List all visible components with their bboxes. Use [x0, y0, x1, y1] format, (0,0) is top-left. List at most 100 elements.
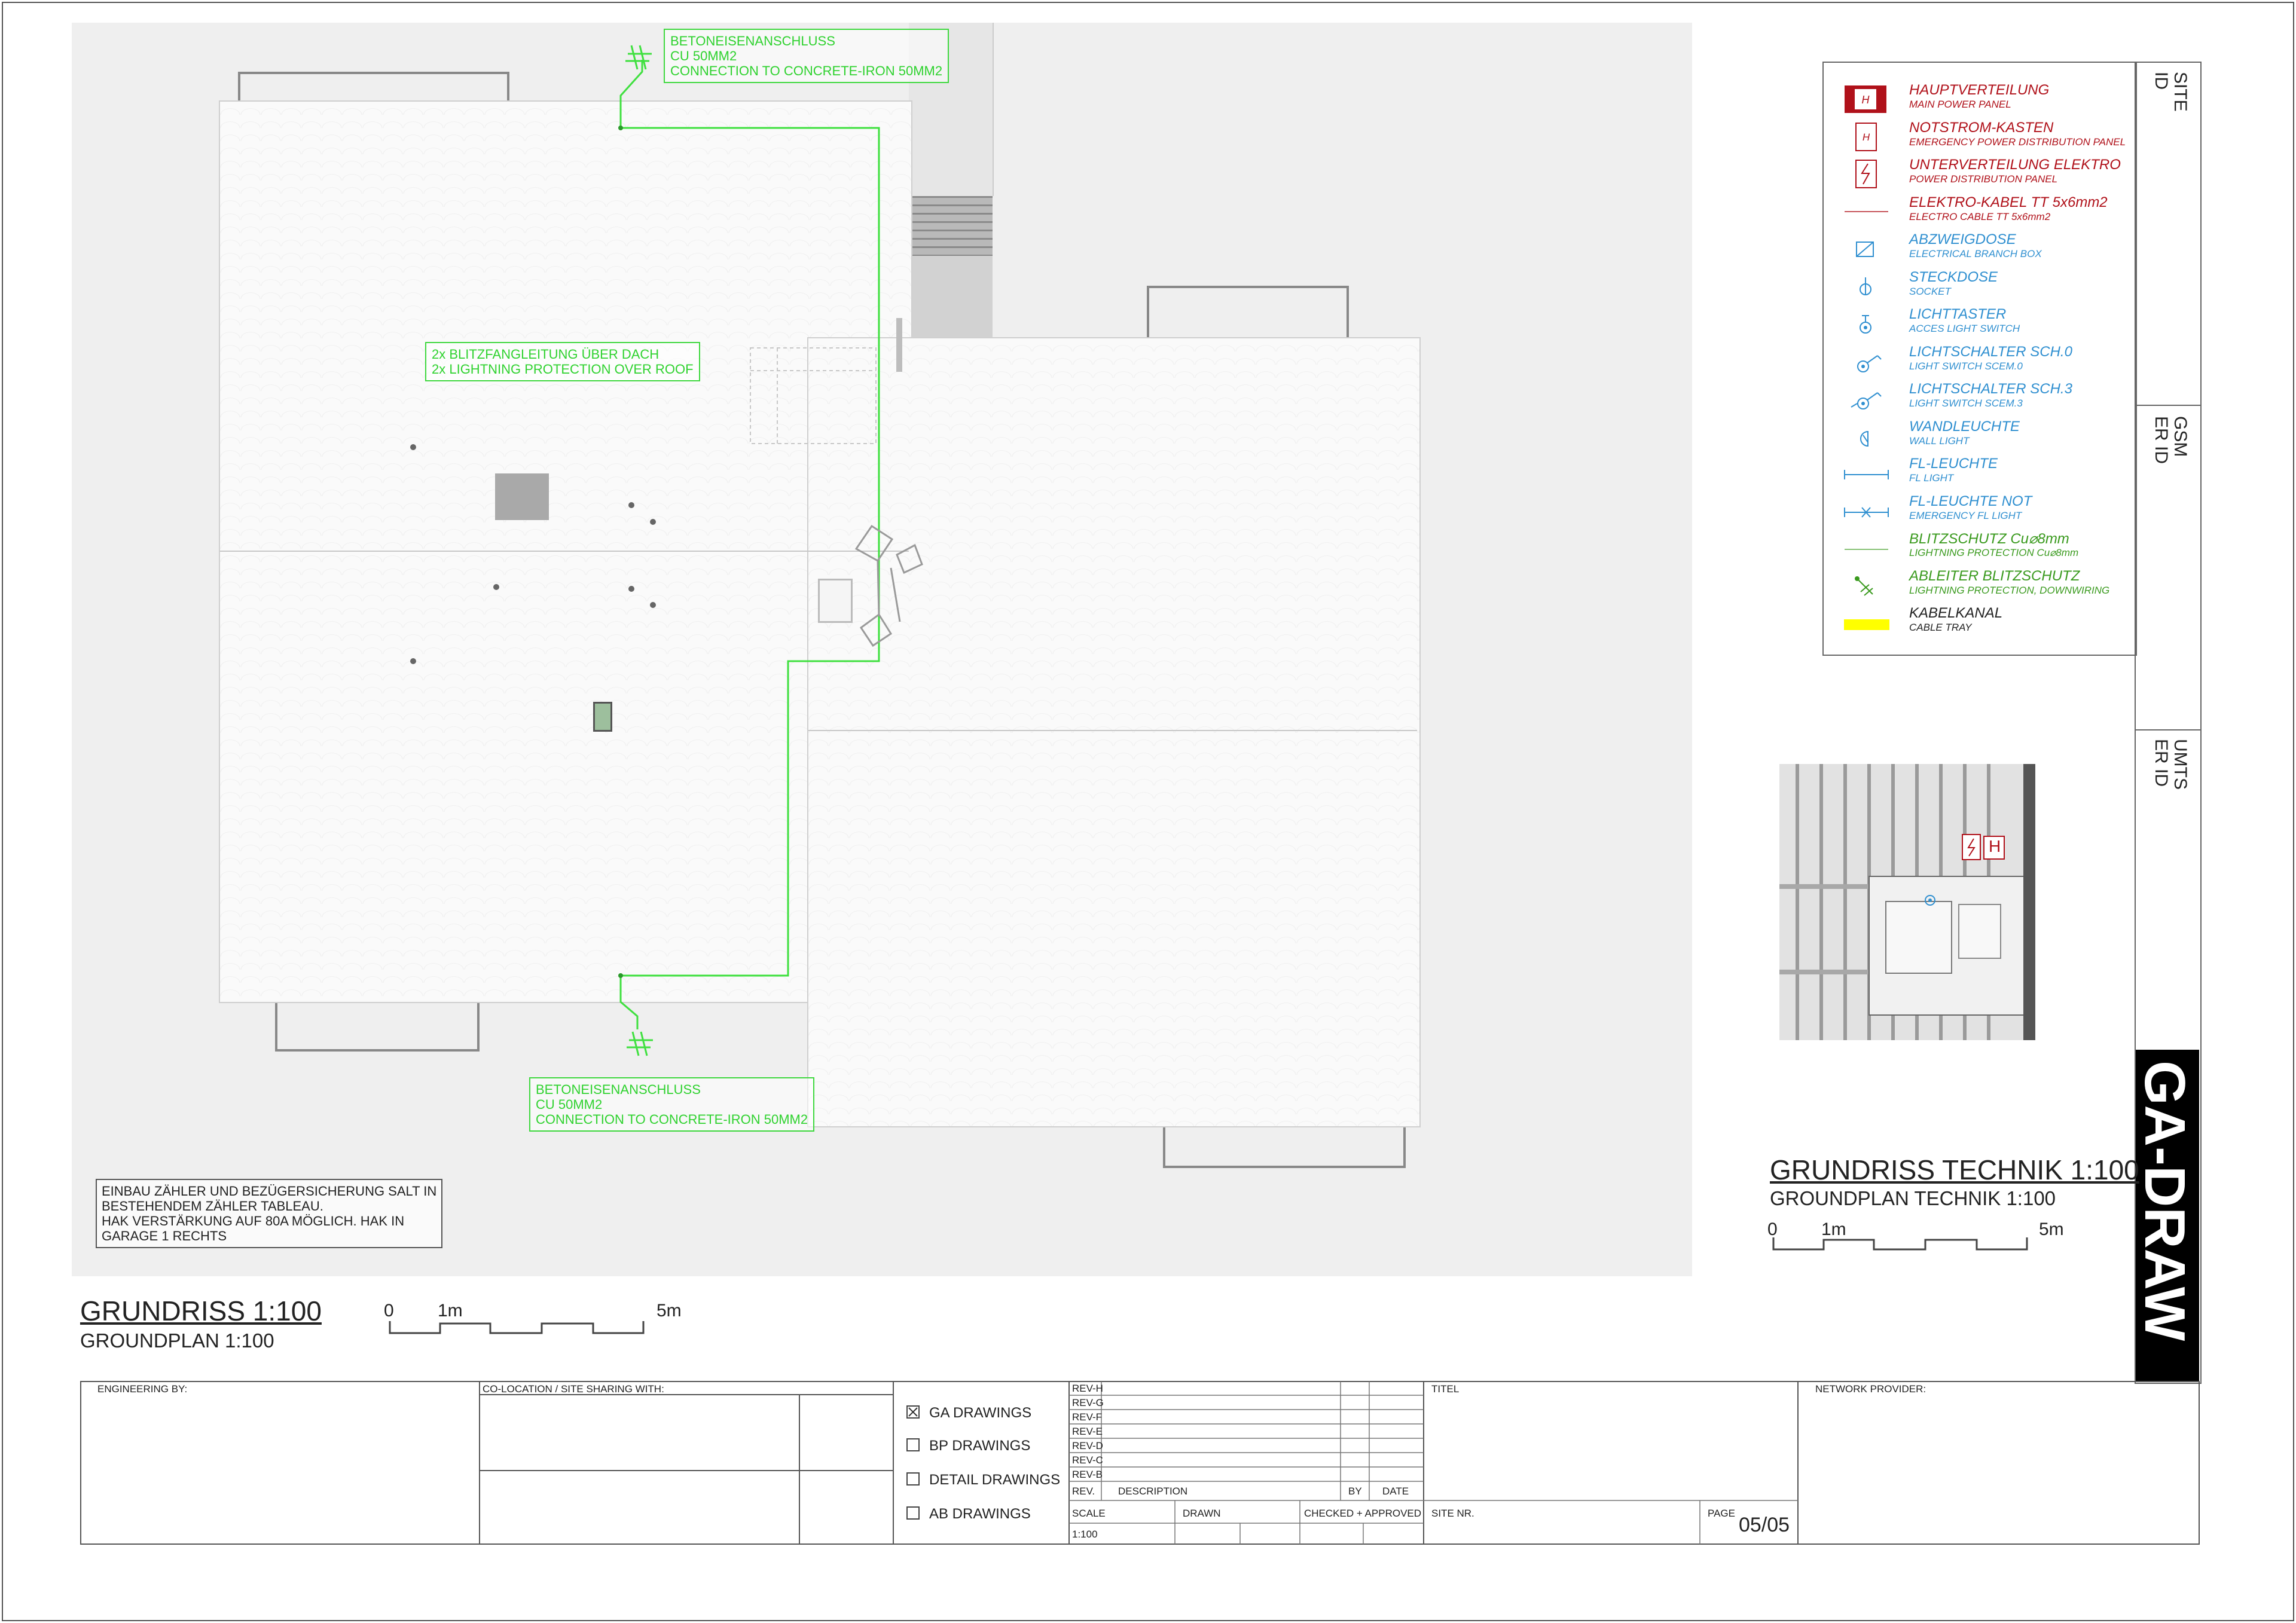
mini-scale-bar: [1772, 1237, 2028, 1251]
plan-scale-bar: [389, 1321, 645, 1334]
rev-header: REV.: [1072, 1486, 1095, 1497]
note-line: EINBAU ZÄHLER UND BEZÜGERSICHERUNG SALT …: [102, 1184, 437, 1199]
annotation-line: CONNECTION TO CONCRETE-IRON 50MM2: [670, 63, 943, 78]
emergency-fl-light-icon: [1842, 496, 1895, 525]
mini-plan-drawing: [1779, 764, 2035, 1040]
top-connection-annotation: BETONEISENANSCHLUSS CU 50MM2 CONNECTION …: [664, 29, 949, 83]
scale-one: 1m: [438, 1301, 463, 1321]
legend-item-title: FL-LEUCHTE NOT: [1909, 493, 2032, 509]
rev-h-label: REV-H: [1072, 1383, 1103, 1394]
annotation-line: 2x LIGHTNING PROTECTION OVER ROOF: [432, 362, 694, 377]
legend-item-title: HAUPTVERTEILUNG: [1909, 82, 2050, 98]
branch-box-icon: [1842, 234, 1895, 264]
roof-anchor: [650, 519, 656, 525]
annotation-line: CU 50MM2: [670, 48, 737, 63]
legend-item-subtitle: SOCKET: [1909, 285, 1951, 297]
mini-panel-letter: H: [1989, 837, 2001, 855]
mini-plan-title: GRUNDRISS TECHNIK 1:100: [1770, 1154, 2139, 1185]
page-label: PAGE: [1708, 1508, 1735, 1519]
annotation-line: CONNECTION TO CONCRETE-IRON 50MM2: [536, 1112, 808, 1127]
legend-item-subtitle: FL LIGHT: [1909, 472, 1954, 484]
ab-drawings-label: AB DRAWINGS: [929, 1506, 1031, 1522]
detail-drawings-option[interactable]: DETAIL DRAWINGS: [906, 1472, 1060, 1488]
light-switch-3-icon: [1842, 383, 1895, 413]
legend-item-title: NOTSTROM-KASTEN: [1909, 119, 2054, 136]
scale-five: 5m: [657, 1301, 682, 1321]
drawn-header: DRAWN: [1183, 1508, 1221, 1519]
annotation-line: BETONEISENANSCHLUSS: [670, 33, 835, 48]
detail-drawings-checkbox[interactable]: [906, 1472, 920, 1486]
roof-anchor: [650, 602, 656, 608]
checked-header: CHECKED + APPROVED: [1304, 1508, 1422, 1519]
roof-anchor: [410, 658, 416, 664]
ab-drawings-option[interactable]: AB DRAWINGS: [906, 1506, 1031, 1523]
side-strip: [2135, 62, 2202, 1384]
roof-overhang: [1147, 286, 1349, 340]
legend-item-subtitle: LIGHTNING PROTECTION Cu⌀8mm: [1909, 547, 2079, 558]
ga-drawings-checkbox[interactable]: [906, 1405, 920, 1419]
roof-window: [818, 579, 853, 623]
note-line: GARAGE 1 RECHTS: [102, 1228, 227, 1243]
rev-g-label: REV-G: [1072, 1397, 1104, 1408]
legend-item-subtitle: ELECTRO CABLE TT 5x6mm2: [1909, 210, 2051, 222]
mini-plan: H: [1779, 764, 2035, 1040]
legend-item-title: UNTERVERTEILUNG ELEKTRO: [1909, 157, 2121, 173]
legend-item-subtitle: CABLE TRAY: [1909, 622, 1972, 633]
bp-drawings-option[interactable]: BP DRAWINGS: [906, 1438, 1030, 1454]
legend-item-subtitle: LIGHTNING PROTECTION, DOWNWIRING: [1909, 584, 2110, 596]
roof-ridge: [808, 730, 1417, 731]
plan-title: GRUNDRISS 1:100: [80, 1295, 322, 1326]
engineering-by-label: ENGINEERING BY:: [97, 1383, 188, 1395]
roof-overhang: [238, 72, 509, 104]
legend-item-subtitle: ELECTRICAL BRANCH BOX: [1909, 248, 2042, 259]
legend-item-subtitle: POWER DISTRIBUTION PANEL: [1909, 173, 2058, 185]
roof-ridge: [220, 551, 909, 552]
mini-plan-subtitle: GROUNDPLAN TECHNIK 1:100: [1770, 1187, 2056, 1209]
scale-value: 1:100: [1072, 1529, 1098, 1540]
page-value: 05/05: [1739, 1514, 1790, 1536]
roof-lightning-annotation: 2x BLITZFANGLEITUNG ÜBER DACH 2x LIGHTNI…: [425, 342, 700, 381]
bp-drawings-checkbox[interactable]: [906, 1438, 920, 1451]
mini-scale-zero: 0: [1767, 1219, 1778, 1239]
roof-anchor: [493, 584, 499, 590]
description-header: DESCRIPTION: [1118, 1486, 1188, 1497]
distribution-panel-icon: [1842, 159, 1895, 189]
side-divider: [2135, 405, 2200, 406]
bottom-connection-annotation: BETONEISENANSCHLUSS CU 50MM2 CONNECTION …: [529, 1077, 815, 1132]
roof-overhang: [1163, 1124, 1406, 1168]
bp-drawings-label: BP DRAWINGS: [929, 1438, 1031, 1454]
adjacent-block: [909, 256, 993, 340]
legend-item-subtitle: LIGHT SWITCH SCEM.0: [1909, 360, 2023, 372]
ab-drawings-checkbox[interactable]: [906, 1506, 920, 1520]
light-switch-0-icon: [1842, 346, 1895, 376]
roof-right: [807, 337, 1421, 1127]
note-line: HAK VERSTÄRKUNG AUF 80A MÖGLICH. HAK IN: [102, 1214, 405, 1228]
sheet-type-block: [2136, 1050, 2199, 1381]
annotation-line: BETONEISENANSCHLUSS: [536, 1082, 701, 1097]
legend-item-title: WANDLEUCHTE: [1909, 418, 2020, 435]
legend-item-subtitle: WALL LIGHT: [1909, 435, 1970, 447]
legend-item-title: LICHTTASTER: [1909, 306, 2007, 322]
by-header: BY: [1348, 1486, 1362, 1497]
plan-subtitle: GROUNDPLAN 1:100: [80, 1329, 274, 1352]
svg-text:H: H: [1863, 132, 1870, 143]
legend-item-title: BLITZSCHUTZ Cu⌀8mm: [1909, 531, 2069, 547]
legend-item-title: FL-LEUCHTE: [1909, 456, 1998, 472]
legend-item-title: STECKDOSE: [1909, 268, 1998, 285]
ga-drawings-option[interactable]: GA DRAWINGS: [906, 1405, 1031, 1422]
side-divider: [2135, 729, 2200, 730]
roof-hatch: [593, 702, 612, 732]
chimney-vent: [896, 318, 902, 372]
annotation-line: 2x BLITZFANGLEITUNG ÜBER DACH: [432, 347, 660, 362]
legend-item-title: LICHTSCHALTER SCH.3: [1909, 381, 2072, 397]
titel-label: TITEL: [1431, 1383, 1460, 1395]
